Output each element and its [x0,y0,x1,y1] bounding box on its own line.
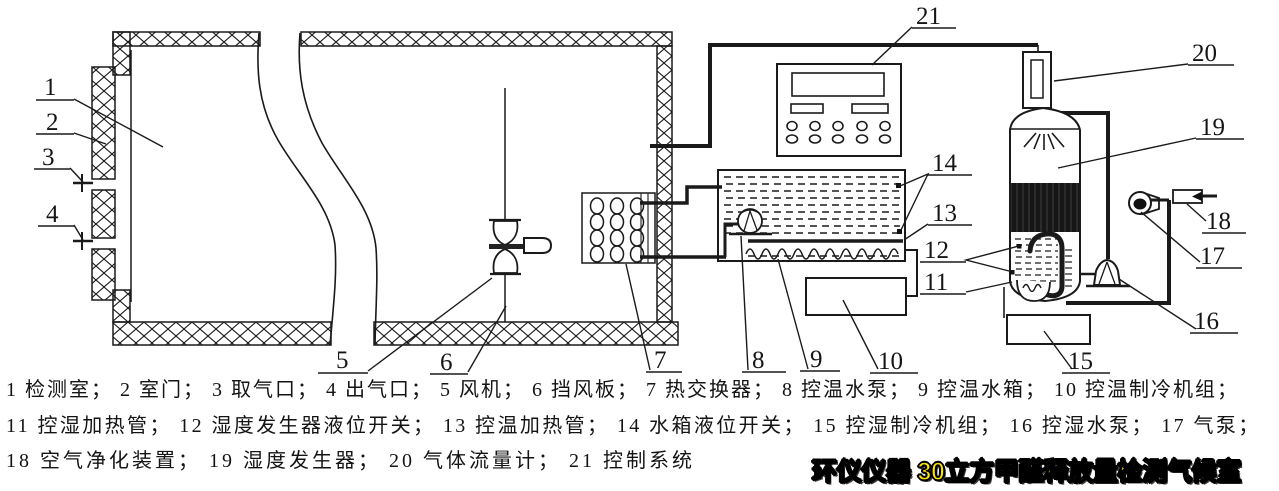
spray-nozzle-lines [1023,132,1065,150]
callout-underlines [34,27,1246,375]
air-pump-rotor [1133,198,1147,210]
humidity-generator [1003,106,1130,345]
legend: 1 检测室； 2 室门； 3 取气口； 4 出气口； 5 风机； 6 挡风板； … [6,373,1278,480]
door-panel-lower [91,248,116,301]
generator-dip-tube [1027,231,1065,299]
legend-line-1: 1 检测室； 2 室门； 3 取气口； 4 出气口； 5 风机； 6 挡风板； … [6,379,1239,401]
heat-exchanger-body [581,192,656,264]
callout-15: 15 [1068,348,1093,375]
gas-sampling-port [73,174,93,192]
air-supply-pipe [650,43,1038,148]
air-pump-unit [1128,189,1217,216]
callout-6: 6 [440,349,453,376]
control-panel-readout-left [790,103,824,114]
spray-circulation-pipe [1050,111,1110,259]
flow-meter-tube [1030,59,1044,99]
door-panel-upper [91,66,116,180]
chamber-bottom-wall-left [112,321,332,346]
callout-11: 11 [924,269,948,296]
fan-upper-blade [492,220,519,246]
generator-level-switch-upper [1017,244,1022,249]
fan-shaft [489,244,524,249]
callout-8: 8 [752,347,765,374]
temp-heater-wave [745,248,899,260]
callout-numbers: 1 2 3 4 5 6 7 8 9 10 11 12 13 14 15 16 1… [42,3,1231,376]
control-panel-readout-right [851,103,889,114]
tank-level-switch-lower [897,229,902,234]
callout-1: 1 [44,74,57,101]
tank-suction-pipe [723,222,738,257]
dip-tube-ticks [1065,249,1072,287]
chamber-right-wall [656,45,673,323]
break-curve-left [257,32,337,346]
humidity-pump-vanes [1098,261,1116,285]
callout-16: 16 [1194,308,1219,335]
humidity-chiller-unit [1006,314,1091,345]
chamber-top-wall-right [300,31,673,47]
test-chamber [112,31,679,346]
callout-9: 9 [810,346,823,373]
brand-watermark: 环仪仪器 30立方甲醛释放量检测气候室 [811,457,1242,486]
callout-3: 3 [42,144,55,171]
break-curve-right [298,32,378,346]
chamber-bottom-wall-right [373,321,679,346]
callout-13: 13 [932,200,957,227]
tank-level-switch-upper [896,183,901,188]
callout-21: 21 [916,3,941,30]
callout-4: 4 [46,201,59,228]
control-panel-buttons [785,120,892,144]
tank-body [717,169,906,262]
legend-line-3: 18 空气净化装置； 19 湿度发生器； 20 气体流量计； 21 控制系统 [6,450,695,472]
callout-10: 10 [878,348,903,375]
chamber-left-wall-bottom [112,289,131,323]
door-panel-middle [91,189,116,239]
callout-7: 7 [654,347,667,374]
heat-exchanger-coils [589,197,645,263]
callout-14: 14 [932,150,958,177]
callout-19: 19 [1200,114,1225,141]
fan-lower-blade [492,248,519,274]
callout-12: 12 [924,237,949,264]
callout-leaders [69,26,1207,373]
control-panel-body [776,63,902,157]
callout-2: 2 [46,109,59,136]
temp-water-pump-vanes [739,208,761,232]
legend-line-2: 11 控湿加热管； 12 湿度发生器液位开关； 13 控温加热管； 14 水箱液… [6,414,1261,437]
tank-chiller-loop [904,249,918,297]
callout-5: 5 [336,347,349,374]
gas-outlet-port [73,232,93,250]
air-purifier-arrow [1192,191,1202,201]
control-panel-display [791,72,885,97]
hx-supply-pipe [640,185,722,205]
chamber-left-wall-top [112,31,131,76]
piping [640,43,1171,305]
temp-chiller-unit [805,277,907,316]
callout-17: 17 [1200,243,1225,270]
chamber-top-wall-left [112,31,261,47]
humidity-heater-wave [1022,283,1042,293]
callout-18: 18 [1206,208,1231,235]
chamber-door [73,50,132,302]
callout-20: 20 [1192,40,1217,67]
purified-air-pipe [1066,200,1171,305]
generator-packing-bed [1011,183,1079,232]
diagram-canvas: 1 2 3 4 5 6 7 8 9 10 11 12 13 14 15 16 1… [34,3,1246,376]
temp-water-tank [717,169,918,316]
fan-motor [523,237,553,254]
gas-flow-meter [1022,51,1052,115]
control-panel [776,63,902,157]
fan-assembly [489,88,553,322]
